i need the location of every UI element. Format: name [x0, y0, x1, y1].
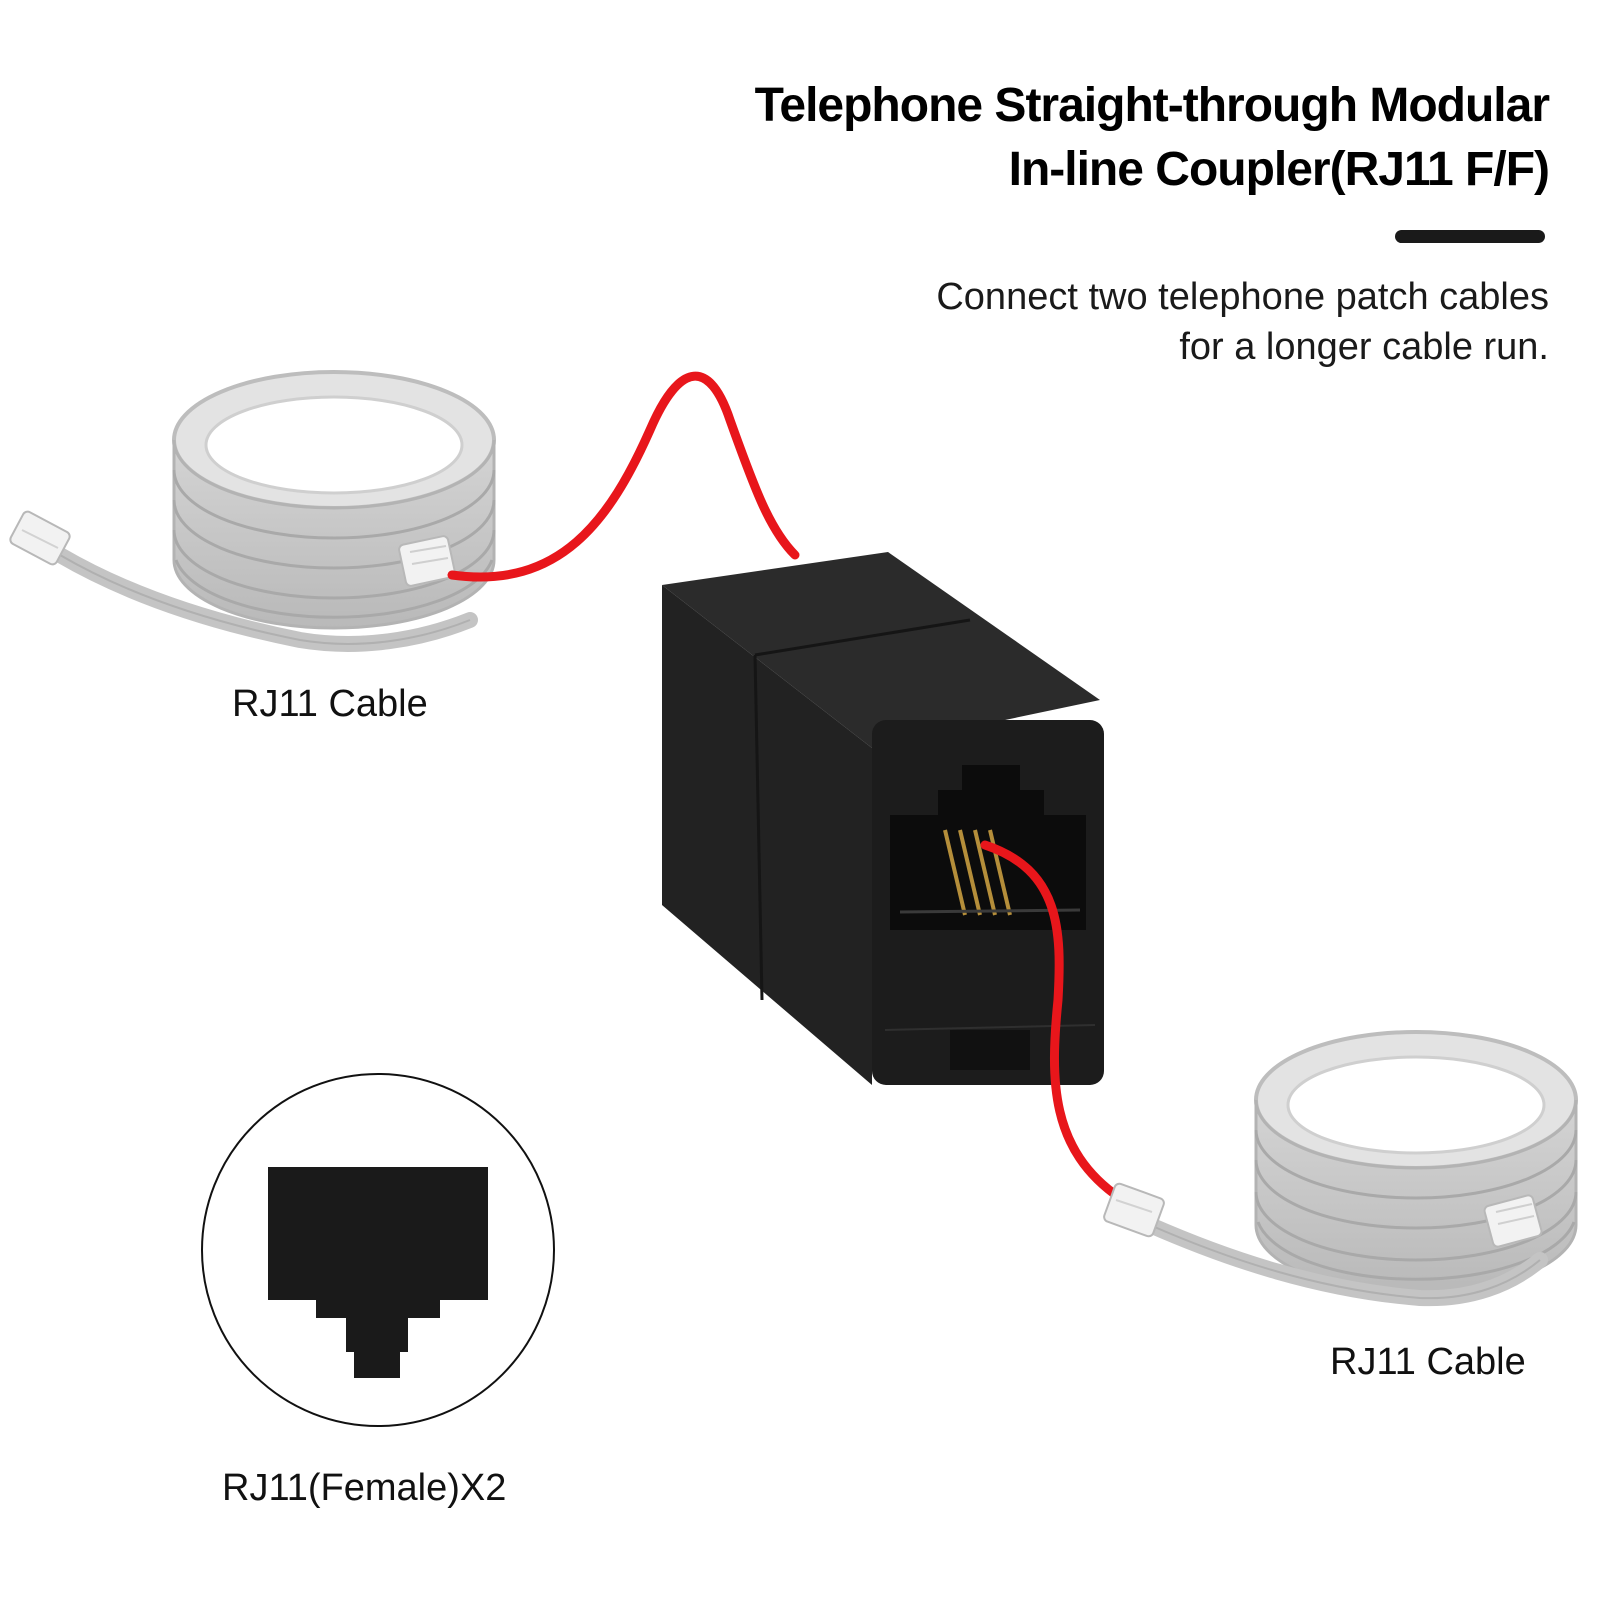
title-line-1: Telephone Straight-through Modular	[754, 79, 1550, 132]
coiled-cable-right	[1142, 1030, 1578, 1307]
coiled-cable-left	[52, 370, 496, 652]
rj11-coupler	[662, 552, 1104, 1085]
red-wire-left	[447, 371, 800, 582]
title-underline	[1395, 230, 1545, 243]
rj11-plug-left-center	[398, 535, 456, 587]
red-wire-right	[980, 840, 1125, 1203]
subtitle-line-2: for a longer cable run.	[1179, 326, 1549, 368]
label-rj11-cable-left: RJ11 Cable	[232, 683, 428, 725]
subtitle: Connect two telephone patch cables for a…	[649, 272, 1549, 372]
label-rj11-female-x2: RJ11(Female)X2	[222, 1467, 507, 1509]
rj11-plug-right-wire	[1103, 1182, 1165, 1238]
label-rj11-cable-right: RJ11 Cable	[1330, 1341, 1526, 1383]
page-title: Telephone Straight-through Modular In-li…	[549, 74, 1550, 202]
subtitle-line-1: Connect two telephone patch cables	[936, 276, 1549, 318]
title-line-2: In-line Coupler(RJ11 F/F)	[1008, 143, 1550, 196]
rj11-plug-right-coil	[1483, 1194, 1543, 1248]
rj11-female-port-icon	[201, 1073, 555, 1427]
rj11-plug-left-end	[9, 510, 71, 566]
